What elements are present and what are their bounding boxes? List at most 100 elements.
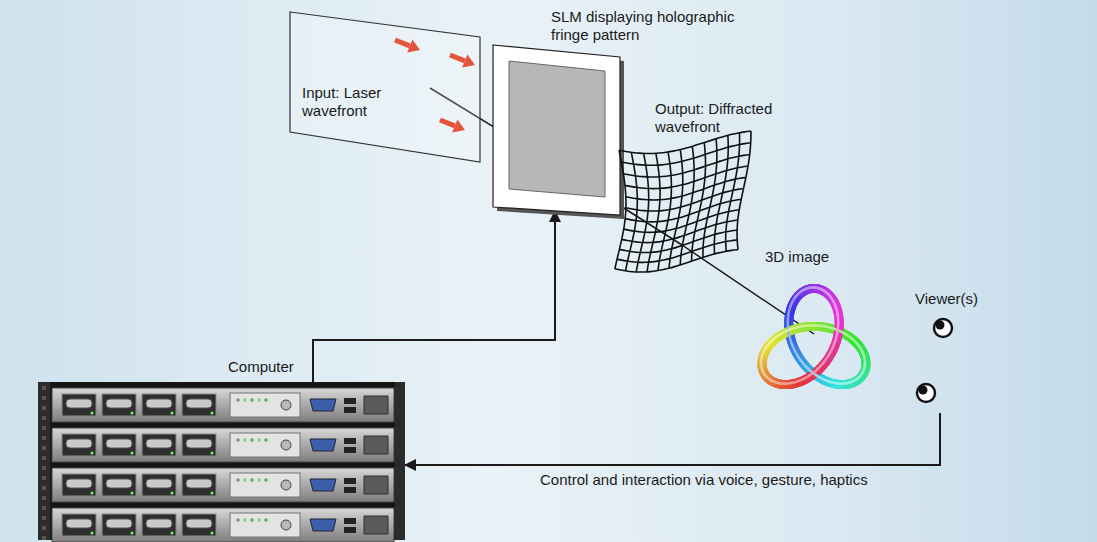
knot-highlight [798, 291, 801, 294]
knot-segment [823, 289, 833, 299]
status-led [264, 398, 268, 402]
drive-led [91, 452, 94, 455]
knot-segment [794, 290, 804, 300]
status-led [236, 398, 240, 402]
front-panel [230, 433, 300, 457]
drive-bay [142, 474, 176, 496]
knot-segment [801, 361, 802, 362]
drive-handle [186, 479, 212, 488]
power-button [281, 520, 291, 530]
status-led [243, 478, 247, 482]
knot-segment [766, 376, 776, 386]
drive-handle [66, 519, 92, 528]
knot-segment [821, 288, 831, 298]
wavefront-grid-line [615, 250, 738, 272]
usb-port [344, 447, 356, 453]
slm-frame [493, 45, 620, 215]
rail-hole [42, 416, 46, 420]
rail-hole [42, 426, 46, 430]
knot-segment [858, 369, 868, 379]
diffracted-wavefront: Output: Diffracted wavefront [615, 140, 750, 270]
drive-led [211, 452, 214, 455]
slm-panel-shape [493, 45, 620, 215]
drive-led [91, 412, 94, 415]
knot-highlight [763, 372, 766, 375]
vent [364, 476, 388, 494]
drive-led [131, 412, 134, 415]
drive-bay [102, 394, 136, 416]
knot-segment [807, 368, 808, 369]
status-led [250, 398, 254, 402]
computer-rack-shape [38, 382, 405, 540]
status-led [264, 518, 268, 522]
knot-highlight [796, 292, 799, 295]
knot-segment [812, 322, 814, 331]
drive-led [131, 532, 134, 535]
drive-led [211, 492, 214, 495]
drive-handle [146, 439, 172, 448]
label-holder: SLM displaying holographic fringe patter… [551, 8, 751, 44]
node-label: Viewer(s) [915, 290, 1015, 308]
wavefront-grid-line [737, 131, 751, 250]
drive-handle [146, 519, 172, 528]
drive-bay [142, 514, 176, 536]
rail-hole [42, 466, 46, 470]
wavefront-grid-line [647, 153, 660, 272]
drive-handle [66, 399, 92, 408]
drive-bay [182, 474, 216, 496]
front-panel [230, 473, 300, 497]
drive-bay [102, 514, 136, 536]
hologram-image: 3D image [748, 272, 880, 397]
connector-label: Control and interaction via voice, gestu… [540, 471, 868, 489]
knot-segment [806, 366, 807, 367]
knot-segment [763, 374, 773, 384]
vga-port [310, 399, 336, 411]
drive-handle [66, 479, 92, 488]
status-led [257, 438, 261, 442]
label-holder: 3D image [765, 248, 875, 266]
status-led [243, 398, 247, 402]
diffracted-wavefront-shape [615, 140, 750, 270]
trefoil-knot [761, 287, 866, 384]
computer-rack: Computer [38, 382, 405, 540]
usb-port [344, 487, 356, 493]
knot-segment [814, 374, 815, 375]
power-button [281, 400, 291, 410]
usb-port [344, 438, 356, 444]
knot-segment [764, 374, 774, 384]
status-led [236, 518, 240, 522]
control-connector [405, 413, 940, 465]
knot-highlight [762, 371, 765, 374]
drive-handle [66, 439, 92, 448]
drive-bay [62, 514, 96, 536]
drive-bay [182, 434, 216, 456]
knot-segment [765, 375, 775, 385]
knot-segment [810, 370, 811, 371]
status-led [257, 518, 261, 522]
power-button [281, 440, 291, 450]
knot-segment [815, 375, 816, 376]
laser-ray-arrow [440, 120, 455, 126]
knot-segment [802, 362, 803, 363]
drive-handle [146, 479, 172, 488]
laser-ray-arrow [395, 40, 410, 46]
usb-port [344, 407, 356, 413]
viewer-pupil [919, 386, 928, 395]
drive-bay [142, 394, 176, 416]
node-label: 3D image [765, 248, 875, 266]
label-holder: Input: Laser wavefront [302, 84, 397, 120]
rack-rail [395, 382, 405, 540]
laser-ray-arrowhead [407, 39, 420, 52]
status-led [264, 478, 268, 482]
knot-highlight [855, 377, 858, 380]
rail-hole [42, 506, 46, 510]
wavefront-grid-line [617, 240, 737, 262]
viewer-eye [917, 384, 935, 402]
rail-hole [42, 476, 46, 480]
rail-hole [42, 516, 46, 520]
status-led [236, 478, 240, 482]
laser-wavefront-plane: Input: Laser wavefront [290, 12, 480, 162]
vga-port [310, 479, 336, 491]
drive-handle [186, 519, 212, 528]
